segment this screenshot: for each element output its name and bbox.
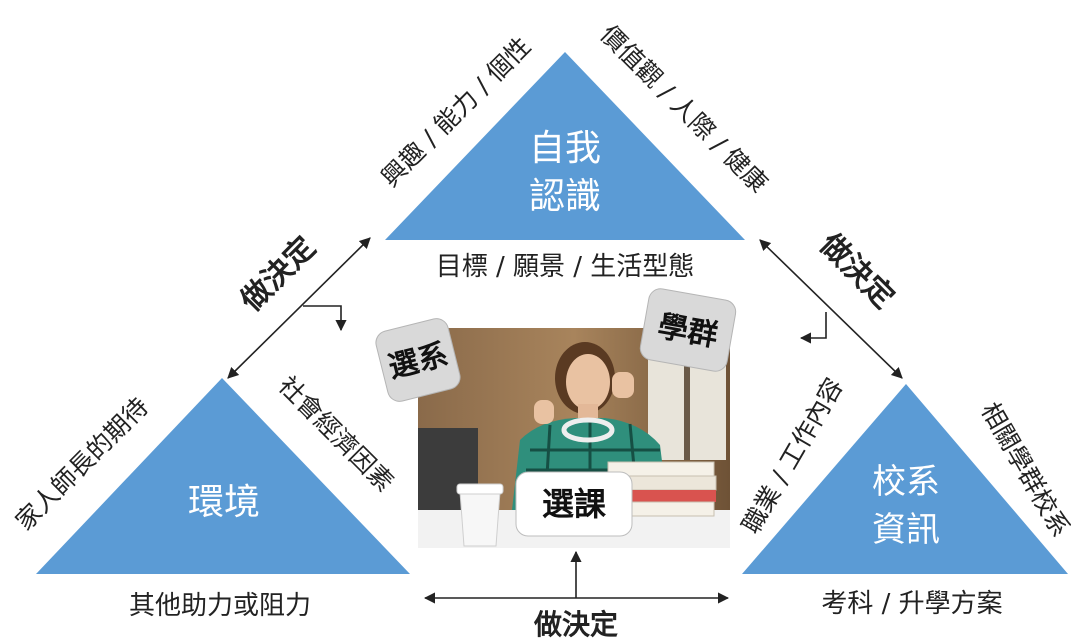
right-double-arrow xyxy=(759,239,903,379)
bubble-course-label: 選課 xyxy=(542,485,606,523)
self-triangle-shape xyxy=(385,52,745,240)
bubble-group: 學群 xyxy=(639,288,737,372)
school-caption: 考科 / 升學方案 xyxy=(821,589,1002,619)
bubble-major-box xyxy=(375,318,461,402)
school-triangle-shape xyxy=(742,384,1068,574)
self-title-line1: 自我 xyxy=(529,128,601,169)
environment-triangle: 環境 xyxy=(36,378,410,574)
left-decision-arrow: 做決定 xyxy=(227,230,371,379)
raised-hand xyxy=(612,372,634,398)
bubble-course-box xyxy=(515,471,633,537)
right-decision-arrow: 做決定 xyxy=(759,226,903,379)
left-double-arrow xyxy=(227,237,371,379)
self-caption: 目標 / 願景 / 生活型態 xyxy=(436,252,695,282)
env-caption: 其他助力或阻力 xyxy=(129,591,311,621)
headphones xyxy=(561,417,615,443)
school-title-line2: 資訊 xyxy=(872,510,940,550)
pointing-hand xyxy=(534,400,554,424)
bottom-decision-label: 做決定 xyxy=(533,608,618,641)
right-decision-label: 做決定 xyxy=(812,226,901,315)
bubble-group-box xyxy=(639,288,737,372)
self-awareness-triangle: 自我 認識 xyxy=(385,52,745,240)
student-face xyxy=(566,354,610,410)
bubble-major: 選系 xyxy=(375,318,461,402)
coffee-lid xyxy=(456,483,504,495)
photo-window-bar xyxy=(684,330,690,460)
bottom-decision-arrow: 做決定 xyxy=(423,550,730,641)
right-branch-arrow xyxy=(799,312,827,344)
book-stack-3 xyxy=(606,490,716,502)
env-title: 環境 xyxy=(188,482,260,523)
self-title-line2: 認識 xyxy=(529,176,601,217)
school-title-line1: 校系 xyxy=(872,462,940,502)
student-neck xyxy=(578,404,598,422)
left-branch-arrow xyxy=(303,305,347,332)
bubble-course: 選課 xyxy=(515,471,633,537)
school-info-triangle: 校系 資訊 xyxy=(742,384,1068,574)
coffee-cup xyxy=(459,491,501,547)
env-triangle-shape xyxy=(36,378,410,574)
